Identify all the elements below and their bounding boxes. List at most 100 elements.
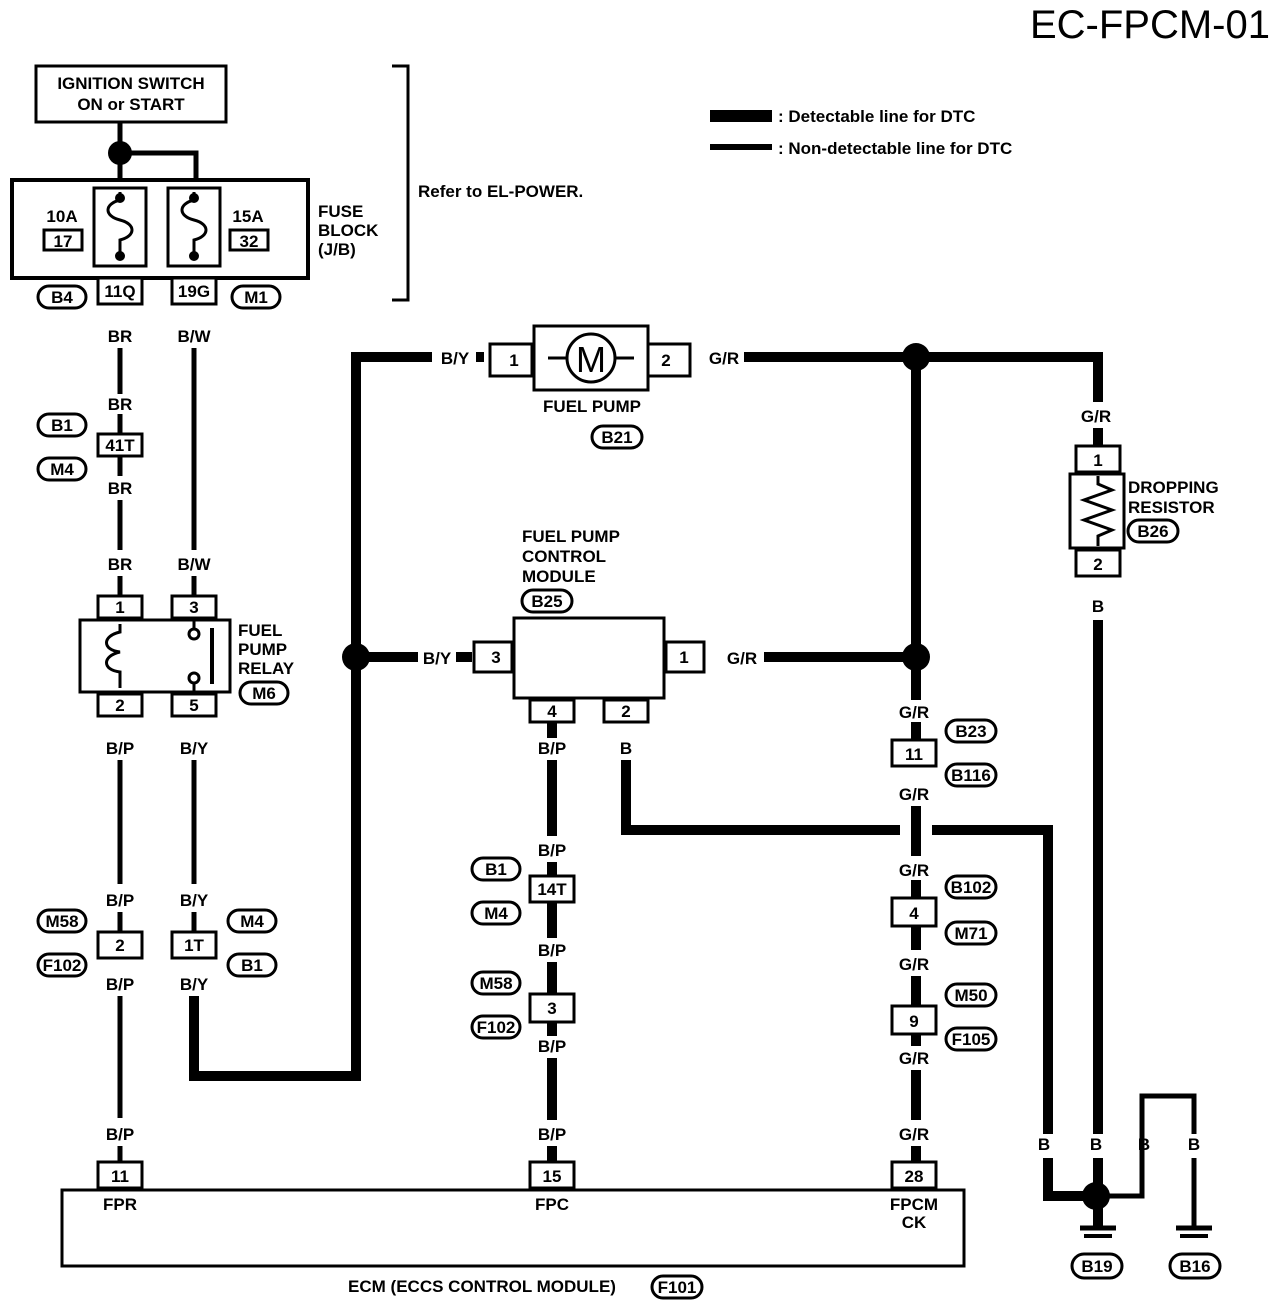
wire-gr-label-8: G/R xyxy=(899,1049,929,1068)
fuse-block-line2: BLOCK xyxy=(318,221,379,240)
joint-3-top: M58 xyxy=(479,974,512,993)
fuse-left-num: 17 xyxy=(54,232,73,251)
ecm-name: ECM (ECCS CONTROL MODULE) xyxy=(348,1277,616,1296)
wire-bp-label-6: B/P xyxy=(538,841,566,860)
wire-bp-label-5: B/P xyxy=(538,739,566,758)
wire-br-label-1: BR xyxy=(108,327,133,346)
pump-motor: M xyxy=(576,339,606,380)
fuse-term-right: 19G xyxy=(178,282,210,301)
resistor-icon xyxy=(1079,476,1117,546)
wire-bw-label-2: B/W xyxy=(177,555,211,574)
wire-bp-label-8: B/P xyxy=(538,1037,566,1056)
legend: : Detectable line for DTC : Non-detectab… xyxy=(710,107,1012,158)
joint-1t-pin: 1T xyxy=(184,936,204,955)
wire-br-label-2: BR xyxy=(108,395,133,414)
joint-11-pin: 11 xyxy=(905,745,923,764)
wire-gr-label-7: G/R xyxy=(899,955,929,974)
wire-gr-label-6: G/R xyxy=(899,861,929,880)
resistor-pin1: 1 xyxy=(1093,451,1102,470)
ecm-box xyxy=(60,1188,966,1268)
fuse-right-amp: 15A xyxy=(232,207,263,226)
legend-detectable: : Detectable line for DTC xyxy=(778,107,975,126)
joint-4-top: B102 xyxy=(951,878,992,897)
relay-coil-icon xyxy=(105,624,122,688)
ecm-pin15: 15 xyxy=(543,1167,562,1186)
wire-b-label-3: B xyxy=(1038,1135,1050,1154)
joint-3-pin: 3 xyxy=(547,999,556,1018)
legend-thin-swatch xyxy=(710,144,772,150)
wire-bp-label-7: B/P xyxy=(538,941,566,960)
wire-b-label-6: B xyxy=(1188,1135,1200,1154)
fpcm-line1: FUEL PUMP xyxy=(522,527,620,546)
relay-line1: FUEL xyxy=(238,621,282,640)
refer-note: Refer to EL-POWER. xyxy=(418,182,583,201)
ecm-fpcm1: FPCM xyxy=(890,1195,938,1214)
joint-11-bottom: B116 xyxy=(951,766,991,785)
fpcm-pin1: 1 xyxy=(679,648,688,667)
fuse-block-line3: (J/B) xyxy=(318,240,356,259)
fuse-block-line1: FUSE xyxy=(318,202,363,221)
wire-b-label-2: B xyxy=(620,739,632,758)
fuse-right-num: 32 xyxy=(240,232,259,251)
ecm-fpc: FPC xyxy=(535,1195,569,1214)
joint-11-top: B23 xyxy=(955,722,986,741)
wire-by-label-1: B/Y xyxy=(180,739,209,758)
fuse-conn-left: B4 xyxy=(51,288,73,307)
resistor-line2: RESISTOR xyxy=(1128,498,1215,517)
joint-2-top: M58 xyxy=(45,912,78,931)
relay-line2: PUMP xyxy=(238,640,287,659)
wire-gr-label-3: G/R xyxy=(727,649,757,668)
ecm-fpcm2: CK xyxy=(902,1213,927,1232)
wire-by-label-2: B/Y xyxy=(180,891,209,910)
joint-41t-pin: 41T xyxy=(105,436,135,455)
wire-br-label-3: BR xyxy=(108,479,133,498)
joint-41t-top: B1 xyxy=(51,416,73,435)
fpcm-pin4: 4 xyxy=(547,702,557,721)
page-code: EC-FPCM-01 xyxy=(1030,3,1270,47)
wire-gr-label-9: G/R xyxy=(899,1125,929,1144)
joint-14t-bottom: M4 xyxy=(484,904,508,923)
relay-pin2: 2 xyxy=(115,696,124,715)
pump-name: FUEL PUMP xyxy=(543,397,641,416)
wire-bp-label-9: B/P xyxy=(538,1125,566,1144)
ecm-pin28: 28 xyxy=(905,1167,924,1186)
relay-conn: M6 xyxy=(252,684,276,703)
fpcm-line3: MODULE xyxy=(522,567,596,586)
wire-bw-label-1: B/W xyxy=(177,327,211,346)
refer-bracket xyxy=(392,64,410,302)
resistor-line1: DROPPING xyxy=(1128,478,1219,497)
legend-non-detectable: : Non-detectable line for DTC xyxy=(778,139,1012,158)
fuse-left-icon xyxy=(106,192,134,260)
wire-br-label-4: BR xyxy=(108,555,133,574)
fuse-conn-right: M1 xyxy=(244,288,268,307)
joint-2-pin: 2 xyxy=(115,936,124,955)
wire-bp-label-1: B/P xyxy=(106,739,134,758)
legend-thick-swatch xyxy=(710,110,772,122)
joint-14t-pin: 14T xyxy=(537,880,567,899)
wire-by-label-4: B/Y xyxy=(423,649,452,668)
fuse-right-icon xyxy=(180,192,208,260)
wire-by-label-3: B/Y xyxy=(180,975,209,994)
joint-3-bottom: F102 xyxy=(477,1018,516,1037)
relay-pin1: 1 xyxy=(115,598,124,617)
ground-g1: B19 xyxy=(1081,1257,1112,1276)
fuse-term-left: 11Q xyxy=(104,282,135,301)
wire-b-label-1: B xyxy=(1092,597,1104,616)
wire-bp-label-4: B/P xyxy=(106,1125,134,1144)
ignition-line1: IGNITION SWITCH xyxy=(57,74,204,93)
pump-conn: B21 xyxy=(601,428,632,447)
ground-g2: B16 xyxy=(1179,1257,1210,1276)
fpcm-conn: B25 xyxy=(531,592,562,611)
relay-pin3: 3 xyxy=(189,598,198,617)
wire-b-label-4: B xyxy=(1090,1135,1102,1154)
joint-41t-bottom: M4 xyxy=(50,460,74,479)
wire-by-label-5: B/Y xyxy=(441,349,470,368)
resistor-pin2: 2 xyxy=(1093,555,1102,574)
joint-4-pin: 4 xyxy=(909,904,919,923)
wire-gr-label-1: G/R xyxy=(709,349,739,368)
pump-pin2: 2 xyxy=(661,351,670,370)
joint-9-top: M50 xyxy=(954,986,987,1005)
relay-line3: RELAY xyxy=(238,659,295,678)
joint-2-bottom: F102 xyxy=(43,956,82,975)
fuse-left-amp: 10A xyxy=(46,207,77,226)
